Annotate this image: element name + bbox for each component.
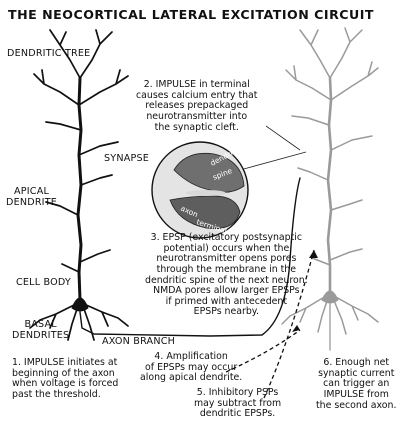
second-neuron [281,27,379,351]
step-6-line: 6. Enough net [323,357,390,368]
step-5-line: may subtract from [194,397,282,409]
step-6-line: synaptic current [318,367,395,379]
step-3-line: if primed with antecedent [165,295,288,307]
step-6-line: IMPULSE from [323,388,389,400]
step-2-line: causes calcium entry that [136,89,258,101]
signal-arrows [225,249,315,399]
first-neuron [29,29,301,341]
step-1-note: 1. IMPULSE initiates at beginning of the… [12,357,119,401]
basal-dendrites-line-1: BASAL [24,319,57,330]
synaptic-cleft [186,190,226,196]
step-3-line: NMDA pores allow larger EPSPs [153,285,300,297]
step-6-note: 6. Enough net synaptic current can trigg… [316,357,397,411]
step-1-line: when voltage is forced [12,378,119,390]
step-2-line: 2. IMPULSE in terminal [143,79,250,90]
apical-dendrite-label: APICAL DENDRITE [6,186,58,209]
step-1-line: past the threshold. [12,388,101,400]
step-3-line: 3. EPSP (excitatory postsynaptic [150,232,303,243]
step-5-line: dendritic EPSPs. [199,408,276,420]
step-3-line: through the membrane in the [156,263,297,275]
step-4-line: of EPSPs may occur [145,361,238,373]
axon-terminal-shape [169,195,241,230]
cell-body-label: CELL BODY [16,277,71,288]
step-5-line: 5. Inhibitory PSPs [196,387,279,398]
diagram-title: THE NEOCORTICAL LATERAL EXCITATION CIRCU… [8,7,375,22]
first-neuron-cell-body [71,297,89,312]
step-5-note: 5. Inhibitory PSPs may subtract from den… [194,387,282,420]
first-neuron-apical-trunk [76,76,83,302]
step-3-note: 3. EPSP (excitatory postsynaptic potenti… [145,232,308,318]
basal-dendrites-label: BASAL DENDRITES [12,319,70,342]
second-neuron-cell-body [321,290,339,304]
basal-dendrites-line-2: DENDRITES [12,329,70,341]
step-3-line: potential) occurs when the [163,242,290,254]
first-neuron-dendritic-tree [33,29,129,273]
second-neuron-basal-dendrites [281,295,379,335]
step-2-line: neurotransmitter into [146,110,248,122]
impulse-leader-line [265,125,301,151]
summation-arrowhead [309,250,318,258]
step-3-line: dendritic spine of the next neuron. [145,274,308,286]
axon-branch-label: AXON BRANCH [102,336,176,347]
step-6-line: can trigger an [323,378,390,390]
summation-arrow [263,249,315,399]
synapse-leader-line [239,151,307,171]
apical-dendrite-line-1: APICAL [14,186,49,197]
step-4-line: along apical dendrite. [140,372,243,384]
step-2-note: 2. IMPULSE in terminal causes calcium en… [136,79,258,133]
first-neuron-basal-dendrites [29,303,129,341]
synapse-label: SYNAPSE [104,153,150,164]
amplification-arrow [225,329,301,373]
step-1-line: 1. IMPULSE initiates at [12,357,118,368]
step-3-line: neurotransmitter opens pores [156,253,297,265]
step-2-line: the synaptic cleft. [154,121,239,133]
leader-lines [239,125,307,171]
step-4-note: 4. Amplification of EPSPs may occur alon… [140,351,243,384]
step-6-line: the second axon. [316,399,397,411]
synapse-inset: dendritic spine axon terminal [151,141,249,239]
dendritic-spine-shape [173,152,245,193]
step-1-line: beginning of the axon [12,367,115,379]
second-neuron-dendritic-tree [285,27,379,266]
step-3-line: EPSPs nearby. [193,306,260,318]
step-4-line: 4. Amplification [154,351,228,362]
dendritic-tree-label: DENDRITIC TREE [7,48,91,59]
apical-dendrite-line-2: DENDRITE [6,196,58,208]
amplification-arrowhead [292,325,300,332]
step-2-line: releases prepackaged [145,100,249,112]
first-neuron-axon-branch [79,177,301,337]
